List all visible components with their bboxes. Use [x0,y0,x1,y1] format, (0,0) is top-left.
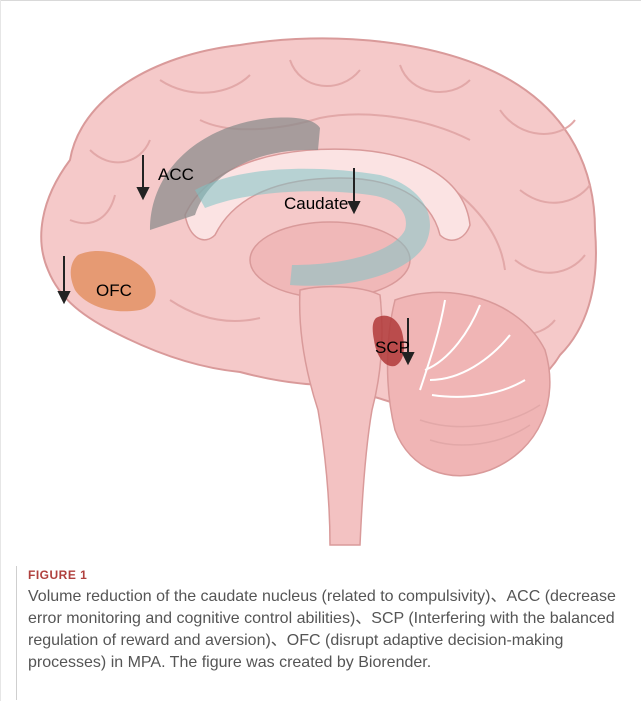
caudate-label: Caudate [284,194,348,213]
brain-illustration: ACC Caudate OFC SCP [0,0,641,560]
caption-rule [16,566,17,700]
acc-label: ACC [158,165,194,184]
figure-number: FIGURE 1 [28,568,628,582]
scp-label: SCP [375,338,410,357]
ofc-label: OFC [96,281,132,300]
caption-text: Volume reduction of the caudate nucleus … [28,586,628,674]
figure-caption: FIGURE 1 Volume reduction of the caudate… [28,568,628,674]
brainstem [300,287,382,545]
